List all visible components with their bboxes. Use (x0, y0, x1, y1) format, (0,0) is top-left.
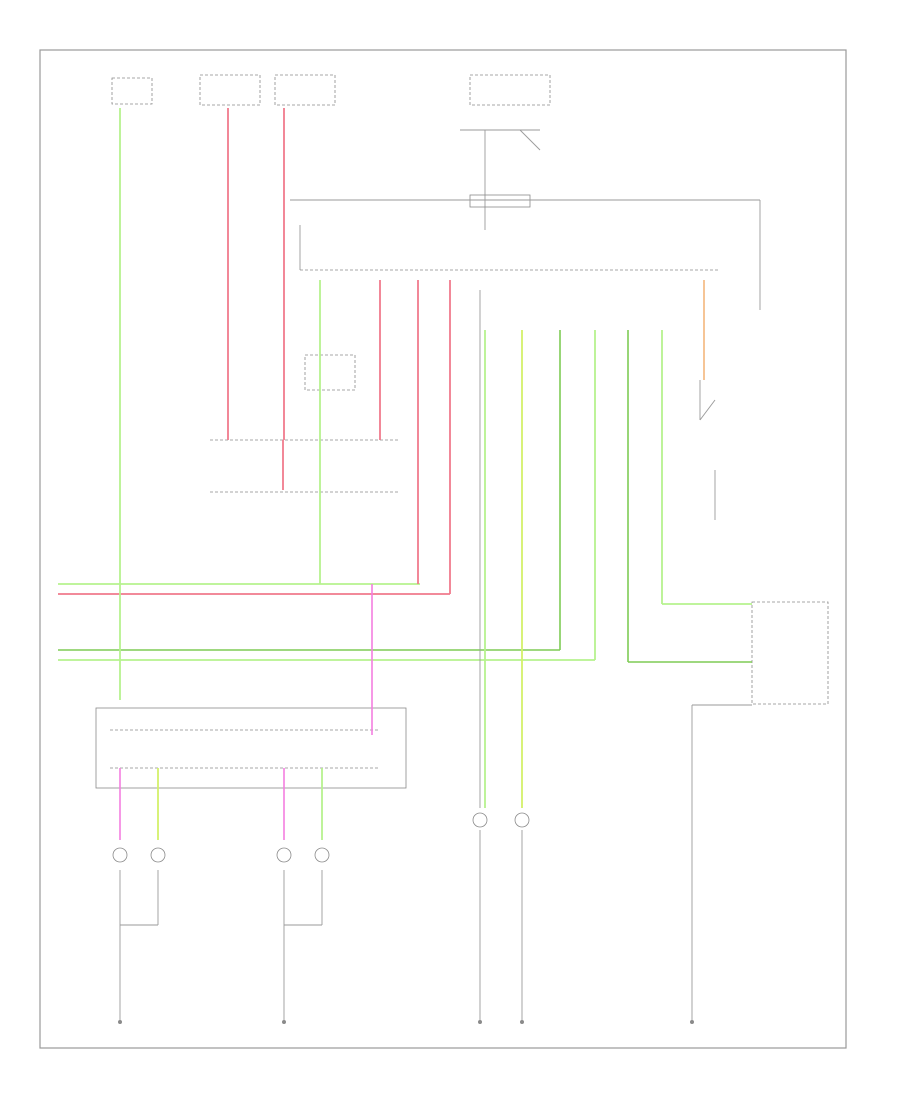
top-right-fuse-block (469, 74, 551, 106)
relay-block (460, 129, 541, 230)
combination-switch-block (290, 199, 761, 310)
ground-set (118, 1020, 694, 1024)
turn-switch-right (699, 380, 716, 520)
legend-block (58, 583, 595, 661)
diagram-frame (39, 49, 847, 1049)
combination-meter-block (751, 601, 829, 705)
top-center-fuse-block (199, 74, 336, 106)
lamp-set (112, 812, 530, 863)
top-left-fuse-block (111, 77, 153, 105)
connector-row-mid (210, 439, 400, 493)
hazard-switch-module (304, 354, 356, 391)
wire-set (119, 108, 752, 1020)
flash-relay-block (95, 707, 407, 789)
